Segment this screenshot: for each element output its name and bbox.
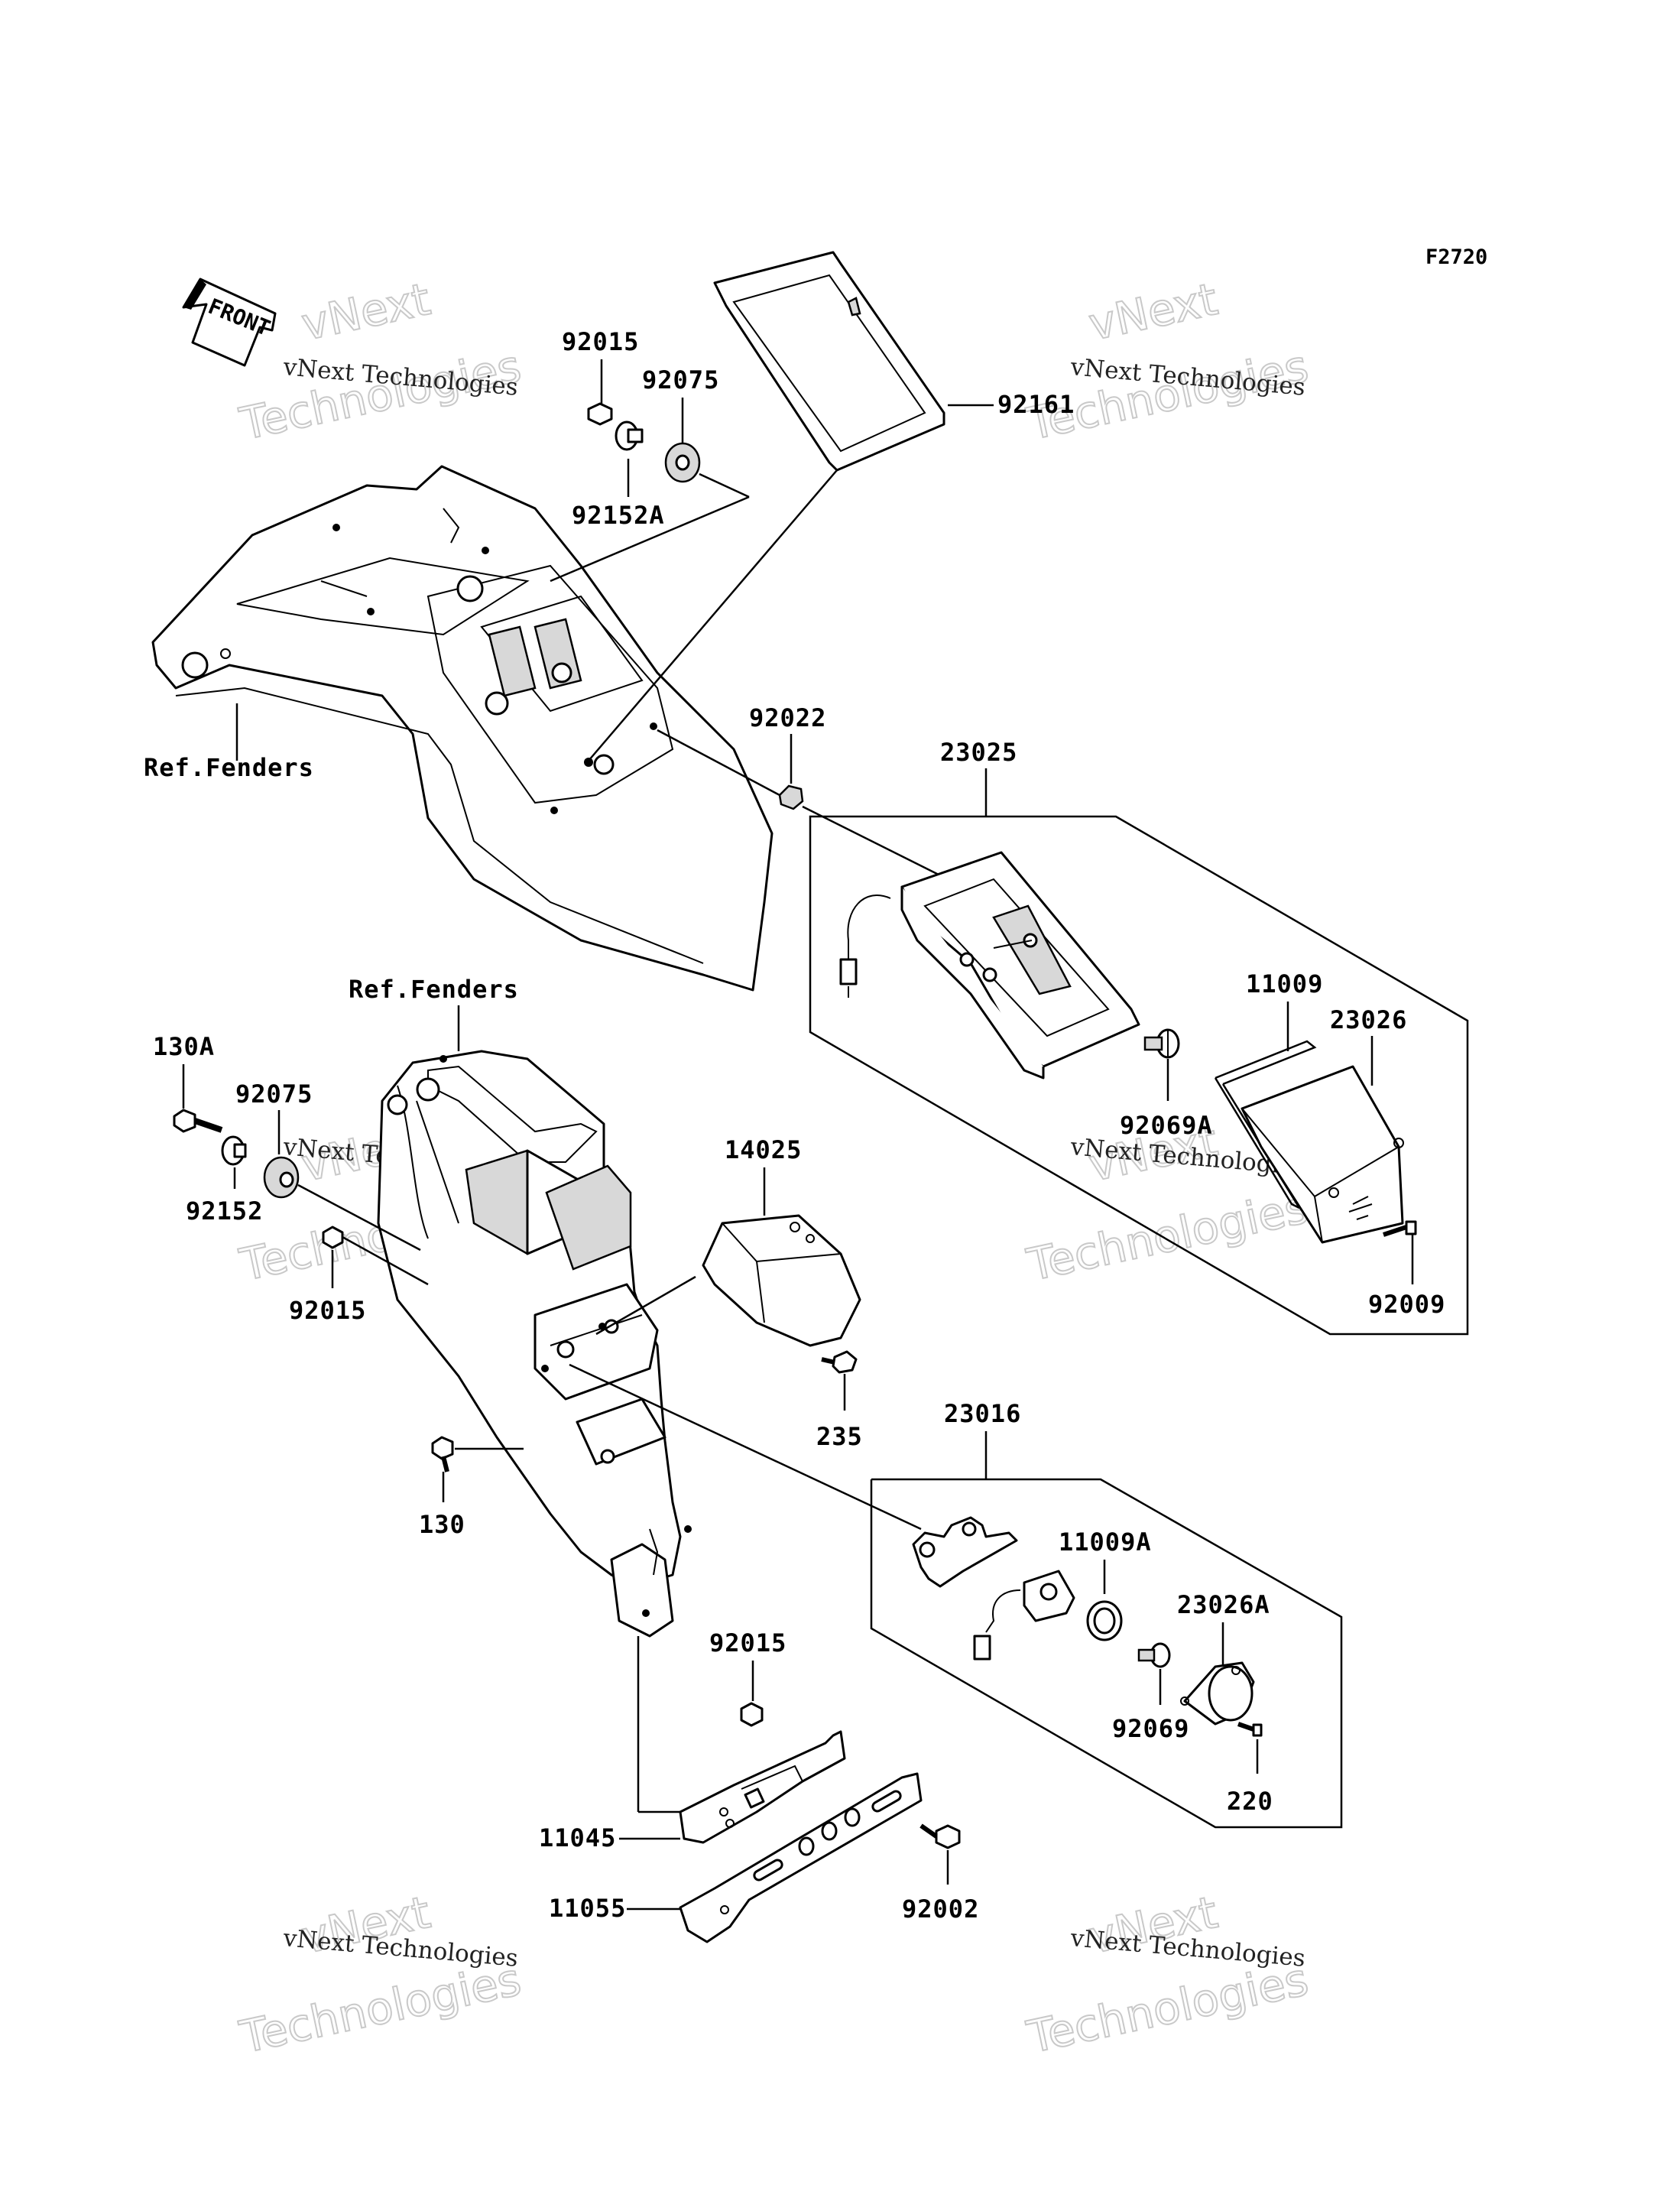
label-92069A: 92069A bbox=[1120, 1111, 1213, 1140]
svg-text:Technologies: Technologies bbox=[235, 1953, 526, 2063]
nut-92022 bbox=[778, 784, 804, 810]
bulb-92069 bbox=[1137, 1642, 1171, 1668]
label-92069: 92069 bbox=[1112, 1714, 1189, 1743]
socket-wire-23016 bbox=[973, 1570, 1075, 1661]
watermark-bottom-right: vNext Technologies vNext Technologies bbox=[1022, 1885, 1314, 2064]
bolt-130A bbox=[173, 1109, 223, 1133]
label-92161: 92161 bbox=[997, 390, 1075, 419]
bulb-92069A bbox=[1143, 1028, 1180, 1059]
label-92015-mid: 92015 bbox=[289, 1296, 366, 1325]
label-11045: 11045 bbox=[539, 1823, 616, 1852]
rear-fender-upper bbox=[151, 465, 774, 992]
screw-92009 bbox=[1383, 1220, 1417, 1237]
grommet-92075-mid bbox=[263, 1156, 300, 1199]
label-130A: 130A bbox=[153, 1032, 215, 1061]
svg-text:Technologies: Technologies bbox=[1023, 1953, 1313, 2063]
bolt-130 bbox=[431, 1436, 454, 1472]
label-92015-top: 92015 bbox=[562, 327, 639, 356]
bracket-11045 bbox=[679, 1730, 846, 1844]
diagram-code: F2720 bbox=[1425, 245, 1487, 269]
nut-92015-low bbox=[740, 1702, 764, 1727]
label-220: 220 bbox=[1227, 1787, 1273, 1816]
label-11055: 11055 bbox=[549, 1894, 626, 1923]
bolt-92002 bbox=[919, 1823, 961, 1849]
label-14025: 14025 bbox=[725, 1135, 802, 1164]
screw-235 bbox=[821, 1350, 858, 1374]
cover-14025 bbox=[702, 1214, 861, 1347]
svg-text:vNext: vNext bbox=[1085, 273, 1222, 351]
label-92075-top: 92075 bbox=[642, 365, 719, 394]
reflector-92161 bbox=[713, 251, 945, 472]
lens-23026A bbox=[1180, 1661, 1255, 1726]
label-23026A: 23026A bbox=[1177, 1590, 1270, 1619]
label-ref-fenders-mid: Ref.Fenders bbox=[349, 975, 519, 1004]
svg-text:Technologies: Technologies bbox=[1023, 1181, 1313, 1291]
front-arrow-icon: FRONT bbox=[182, 278, 277, 367]
rear-fender-inner bbox=[377, 1050, 692, 1638]
label-130: 130 bbox=[419, 1510, 465, 1539]
taillight-housing-23025 bbox=[839, 851, 1140, 1080]
license-light-bracket-23016 bbox=[912, 1516, 1018, 1588]
watermark-top-right: vNext Technologies vNext Technologies bbox=[1022, 272, 1314, 451]
label-92022: 92022 bbox=[749, 703, 826, 732]
watermark-top-left: vNext Technologies vNext Technologies bbox=[235, 272, 527, 451]
label-11009: 11009 bbox=[1246, 969, 1323, 998]
label-92002: 92002 bbox=[902, 1894, 979, 1924]
watermark-bottom-left: vNext Technologies vNext Technologies bbox=[235, 1885, 527, 2064]
label-92152: 92152 bbox=[186, 1196, 263, 1226]
collar-92152 bbox=[221, 1135, 247, 1166]
bracket-11055 bbox=[679, 1772, 923, 1943]
nut-92015-top bbox=[587, 402, 613, 426]
label-92009: 92009 bbox=[1368, 1290, 1445, 1319]
gasket-11009A bbox=[1086, 1600, 1123, 1641]
grommet-92075-top bbox=[664, 442, 701, 483]
svg-text:vNext: vNext bbox=[297, 273, 435, 351]
label-92075-mid: 92075 bbox=[235, 1080, 313, 1109]
lens-23026 bbox=[1241, 1065, 1404, 1244]
label-92152A: 92152A bbox=[572, 501, 665, 530]
nut-92015-mid bbox=[322, 1226, 344, 1249]
label-235: 235 bbox=[816, 1422, 863, 1451]
label-11009A: 11009A bbox=[1059, 1528, 1152, 1557]
label-23025: 23025 bbox=[940, 738, 1017, 767]
label-ref-fenders-top: Ref.Fenders bbox=[144, 753, 314, 782]
label-92015-low: 92015 bbox=[709, 1628, 786, 1657]
collar-92152A bbox=[615, 420, 644, 451]
screw-220 bbox=[1237, 1722, 1263, 1737]
label-23016: 23016 bbox=[944, 1399, 1021, 1428]
label-23026: 23026 bbox=[1330, 1005, 1407, 1034]
